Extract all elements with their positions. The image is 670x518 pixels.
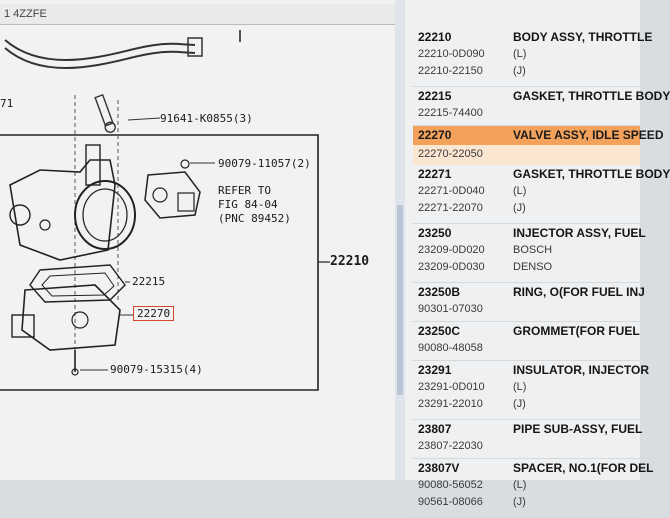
- part-row-22210[interactable]: 22210 BODY ASSY, THROTTLE 22210-0D090 (L…: [413, 28, 652, 87]
- part-number: 23807V: [418, 461, 460, 475]
- part-note: (L): [513, 479, 527, 491]
- part-row-23291[interactable]: 23291 INSULATOR, INJECTOR 23291-0D010 (L…: [413, 361, 649, 420]
- part-name: INJECTOR ASSY, FUEL: [513, 226, 646, 240]
- part-number: 23250: [418, 226, 452, 240]
- callout-91641[interactable]: 91641-K0855(3): [160, 112, 253, 125]
- diagram-left-marker: 71: [0, 97, 14, 110]
- part-name: VALVE ASSY, IDLE SPEED: [513, 128, 664, 142]
- part-code: 23291-0D010: [418, 381, 485, 393]
- part-code: 23291-22010: [418, 398, 483, 410]
- selection-highlight: [413, 126, 640, 145]
- callout-pnc: (PNC 89452): [218, 212, 291, 225]
- part-name: BODY ASSY, THROTTLE: [513, 30, 653, 44]
- part-code: 90080-48058: [418, 342, 483, 354]
- part-code: 22215-74400: [418, 107, 483, 119]
- part-code: 22271-22070: [418, 202, 483, 214]
- list-scrollbar-thumb[interactable]: [397, 205, 403, 395]
- callout-90079-15315[interactable]: 90079-15315(4): [110, 363, 203, 376]
- part-name: GROMMET(FOR FUEL: [513, 324, 640, 338]
- callout-refer-to: REFER TO: [218, 184, 271, 197]
- part-row-23250[interactable]: 23250 INJECTOR ASSY, FUEL 23209-0D020 BO…: [413, 224, 646, 283]
- part-note: BOSCH: [513, 244, 553, 256]
- part-name: GASKET, THROTTLE BODY: [513, 167, 670, 181]
- part-number: 23291: [418, 363, 452, 377]
- part-code: 90561-08066: [418, 496, 483, 508]
- part-number: 23807: [418, 422, 452, 436]
- part-code: 22270-22050: [418, 148, 483, 160]
- parts-list-panel: [395, 0, 640, 480]
- part-code: 23209-0D030: [418, 261, 485, 273]
- part-number: 22210: [418, 30, 452, 44]
- diagram-tab-title: 1 4ZZFE: [0, 4, 395, 25]
- part-row-22270-selected[interactable]: 22270 VALVE ASSY, IDLE SPEED 22270-22050: [413, 126, 663, 165]
- part-number: 22271: [418, 167, 452, 181]
- parts-list: 22210 BODY ASSY, THROTTLE 22210-0D090 (L…: [413, 28, 670, 518]
- part-row-23250b[interactable]: 23250B RING, O(FOR FUEL INJ 90301-07030: [413, 283, 645, 322]
- part-code: 90080-56052: [418, 479, 483, 491]
- part-name: INSULATOR, INJECTOR: [513, 363, 650, 377]
- part-code: 23807-22030: [418, 440, 483, 452]
- part-name: GASKET, THROTTLE BODY: [513, 89, 670, 103]
- part-note: (J): [513, 496, 526, 508]
- parts-diagram: 1 4ZZFE: [0, 0, 395, 480]
- callout-fig-ref[interactable]: FIG 84-04: [218, 198, 278, 211]
- part-note: (L): [513, 185, 527, 197]
- selection-sub-highlight: [413, 145, 640, 165]
- callout-22270[interactable]: 22270: [133, 306, 175, 321]
- callout-22210[interactable]: 22210: [330, 254, 370, 269]
- part-code: 22210-22150: [418, 65, 483, 77]
- part-name: RING, O(FOR FUEL INJ: [513, 285, 645, 299]
- part-name: SPACER, NO.1(FOR DEL: [513, 461, 654, 475]
- part-row-22215[interactable]: 22215 GASKET, THROTTLE BODY 22215-74400: [413, 87, 670, 126]
- part-number: 23250C: [418, 324, 461, 338]
- part-note: (L): [513, 48, 527, 60]
- part-code: 23209-0D020: [418, 244, 485, 256]
- part-row-23250c[interactable]: 23250C GROMMET(FOR FUEL 90080-48058: [413, 322, 640, 361]
- part-number: 22215: [418, 89, 452, 103]
- part-name: PIPE SUB-ASSY, FUEL: [513, 422, 643, 436]
- part-note: (J): [513, 398, 526, 410]
- part-row-22271[interactable]: 22271 GASKET, THROTTLE BODY 22271-0D040 …: [413, 165, 670, 224]
- callout-22215[interactable]: 22215: [132, 275, 166, 288]
- part-note: (J): [513, 65, 526, 77]
- part-note: (J): [513, 202, 526, 214]
- callout-22270-box: 22270: [133, 306, 175, 321]
- part-code: 90301-07030: [418, 303, 483, 315]
- part-code: 22271-0D040: [418, 185, 485, 197]
- part-note: DENSO: [513, 261, 553, 273]
- part-number: 23250B: [418, 285, 461, 299]
- part-number: 22270: [418, 128, 452, 142]
- part-note: (L): [513, 381, 527, 393]
- diagram-drawing: [0, 30, 330, 391]
- part-row-23807v[interactable]: 23807V SPACER, NO.1(FOR DEL 90080-56052 …: [413, 459, 653, 518]
- part-code: 22210-0D090: [418, 48, 485, 60]
- callout-90079-11057[interactable]: 90079-11057(2): [218, 157, 311, 170]
- part-row-23807[interactable]: 23807 PIPE SUB-ASSY, FUEL 23807-22030: [413, 420, 643, 459]
- list-scrollbar[interactable]: [395, 0, 405, 480]
